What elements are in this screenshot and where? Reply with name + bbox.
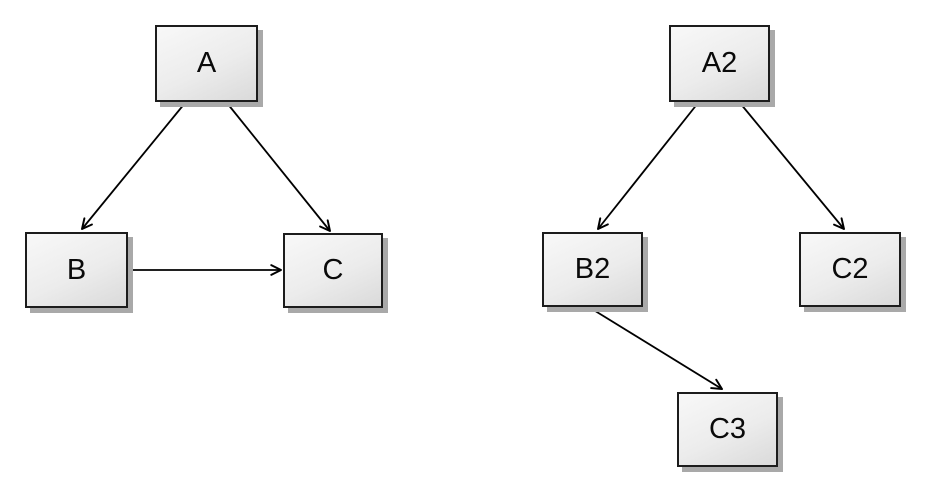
node-C: C <box>283 233 383 308</box>
node-label-C: C <box>322 254 344 286</box>
edge-A2-to-C2 <box>739 102 845 230</box>
node-label-A2: A2 <box>701 47 738 79</box>
node-C3: C3 <box>677 392 778 467</box>
node-B: B <box>25 232 128 308</box>
node-label-B: B <box>66 253 87 286</box>
node-label-A: A <box>196 47 217 79</box>
edge-A-to-C <box>226 102 331 232</box>
node-B2: B2 <box>542 232 643 307</box>
node-C2: C2 <box>799 232 901 307</box>
node-A: A <box>155 25 258 102</box>
edge-B2-to-C3 <box>591 308 723 390</box>
node-label-B2: B2 <box>574 253 611 285</box>
node-label-C2: C2 <box>831 253 869 285</box>
edge-A-to-B <box>81 102 186 230</box>
node-label-C3: C3 <box>708 413 747 445</box>
edge-A2-to-B2 <box>597 102 699 230</box>
edge-group <box>81 102 845 390</box>
node-A2: A2 <box>669 25 770 102</box>
